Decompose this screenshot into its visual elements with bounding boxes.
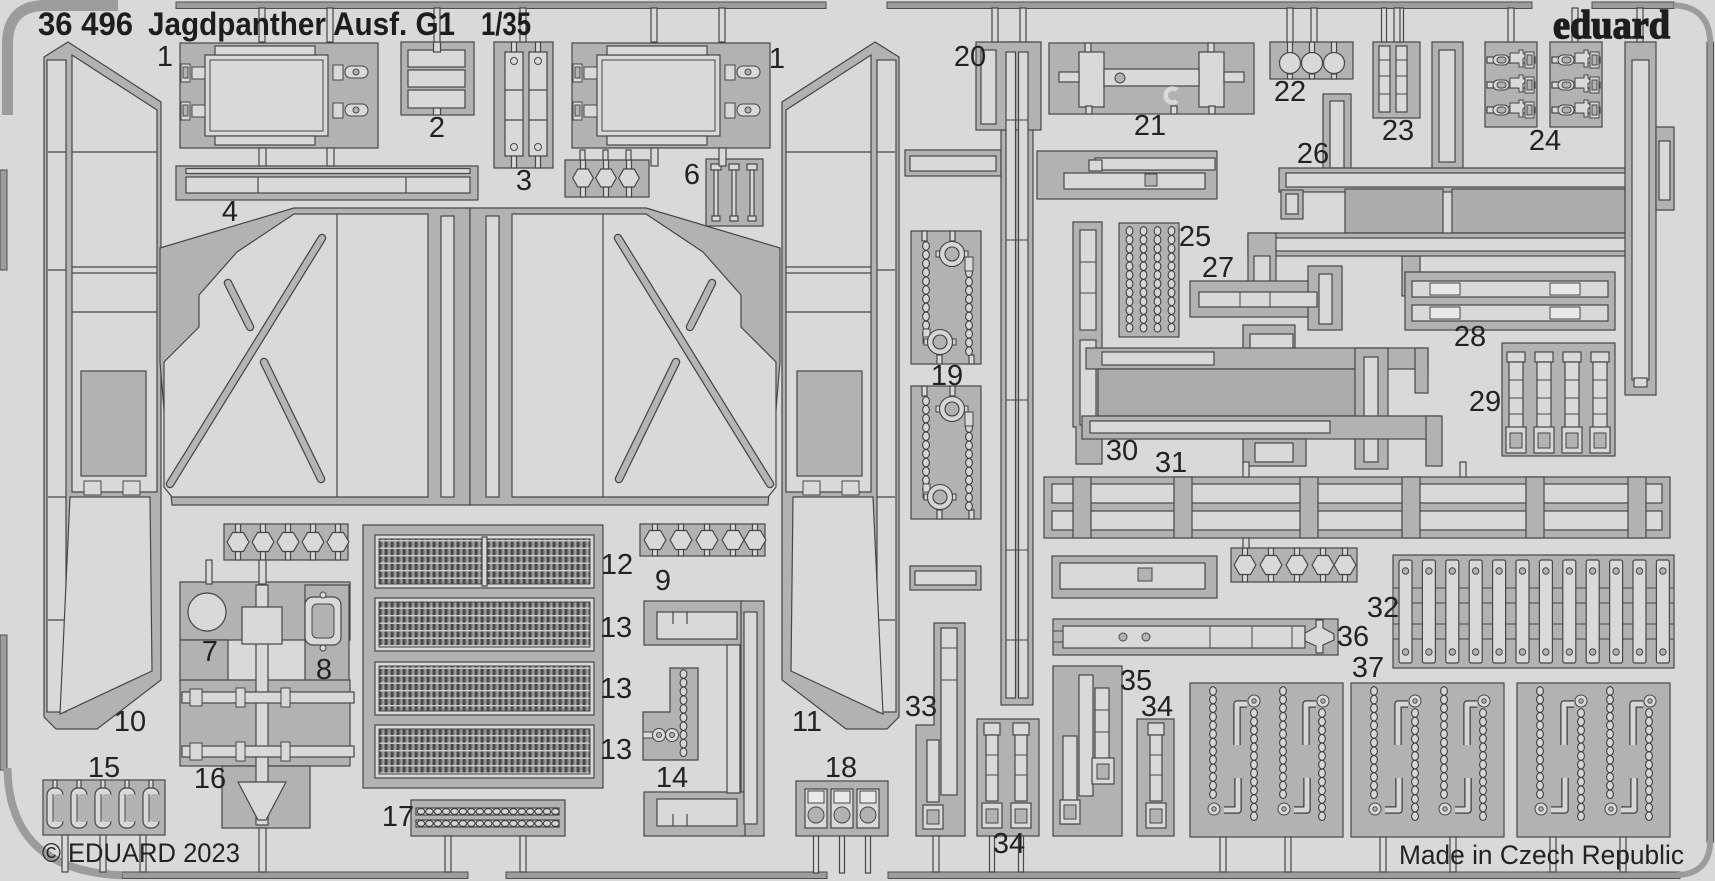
svg-text:37: 37 <box>1352 652 1384 684</box>
svg-text:11: 11 <box>792 706 822 738</box>
svg-text:34: 34 <box>1141 691 1173 723</box>
svg-text:eduard: eduard <box>1553 2 1670 47</box>
svg-text:34: 34 <box>993 828 1025 860</box>
svg-text:15: 15 <box>88 752 120 784</box>
svg-text:10: 10 <box>114 706 146 738</box>
svg-text:1/35: 1/35 <box>481 6 531 42</box>
svg-text:4: 4 <box>222 196 238 228</box>
svg-text:2: 2 <box>429 112 445 144</box>
svg-text:6: 6 <box>684 159 700 191</box>
svg-text:36: 36 <box>1337 621 1369 653</box>
svg-text:24: 24 <box>1529 125 1561 157</box>
svg-text:14: 14 <box>656 762 688 794</box>
svg-text:31: 31 <box>1155 447 1187 479</box>
svg-text:27: 27 <box>1202 252 1234 284</box>
svg-text:3: 3 <box>516 165 532 197</box>
svg-text:8: 8 <box>316 654 332 686</box>
svg-text:33: 33 <box>905 691 937 723</box>
svg-text:30: 30 <box>1106 435 1138 467</box>
svg-text:21: 21 <box>1134 110 1166 142</box>
svg-text:12: 12 <box>601 549 633 581</box>
svg-text:23: 23 <box>1382 115 1414 147</box>
svg-text:29: 29 <box>1469 386 1501 418</box>
svg-text:9: 9 <box>655 565 671 597</box>
svg-text:1: 1 <box>157 41 173 73</box>
svg-text:20: 20 <box>954 41 986 73</box>
svg-text:26: 26 <box>1297 138 1329 170</box>
svg-text:13: 13 <box>600 734 632 766</box>
svg-text:13: 13 <box>600 612 632 644</box>
svg-text:35: 35 <box>1120 665 1152 697</box>
svg-text:36 496: 36 496 <box>38 6 133 42</box>
svg-text:16: 16 <box>194 763 226 795</box>
svg-text:19: 19 <box>931 360 963 392</box>
svg-text:Jagdpanther Ausf. G1: Jagdpanther Ausf. G1 <box>148 6 455 42</box>
svg-text:17: 17 <box>382 801 414 833</box>
svg-text:28: 28 <box>1454 321 1486 353</box>
svg-text:© EDUARD 2023: © EDUARD 2023 <box>42 838 240 868</box>
svg-text:22: 22 <box>1274 76 1306 108</box>
svg-text:1: 1 <box>769 43 785 75</box>
svg-text:32: 32 <box>1367 592 1399 624</box>
svg-text:13: 13 <box>600 673 632 705</box>
svg-text:7: 7 <box>202 636 218 668</box>
svg-text:18: 18 <box>825 752 857 784</box>
svg-text:Made in Czech Republic: Made in Czech Republic <box>1399 840 1684 870</box>
svg-text:25: 25 <box>1179 221 1211 253</box>
